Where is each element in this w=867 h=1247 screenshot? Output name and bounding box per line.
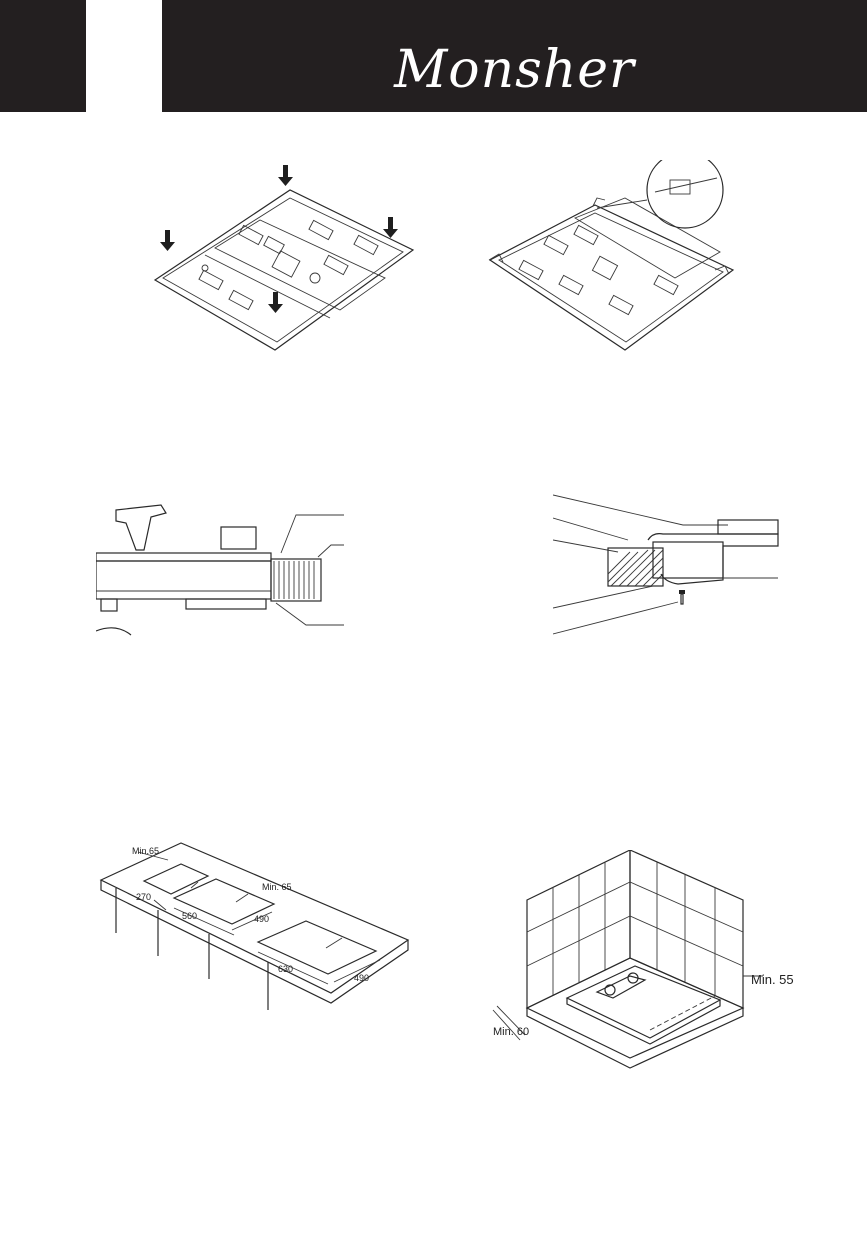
label-min-60: Min. 60 xyxy=(493,1026,529,1038)
bracket-screw-detail-figure xyxy=(553,490,783,640)
brand-logo: Monsher xyxy=(162,40,867,100)
corner-clearance-figure: Min. 55 Min. 60 xyxy=(485,850,805,1095)
label-min-65-a: Min.65 xyxy=(132,846,159,856)
header-left-block xyxy=(0,0,86,112)
header-bar: Monsher xyxy=(162,0,867,112)
label-min-65-b: Min. 65 xyxy=(262,882,292,892)
seal-cross-section-figure xyxy=(96,495,346,645)
label-490-b: 490 xyxy=(354,973,369,983)
arrow-icon xyxy=(160,165,398,313)
label-490-a: 490 xyxy=(254,914,269,924)
label-270: 270 xyxy=(136,892,151,902)
label-min-55: Min. 55 xyxy=(751,972,794,987)
label-630: 630 xyxy=(278,964,293,974)
hob-clamps-figure xyxy=(485,160,735,360)
hob-fixing-arrows-figure xyxy=(145,160,420,360)
label-560: 560 xyxy=(182,911,197,921)
worktop-cutout-layout-figure: Min.65 Min. 65 270 560 490 630 490 xyxy=(96,838,411,1018)
